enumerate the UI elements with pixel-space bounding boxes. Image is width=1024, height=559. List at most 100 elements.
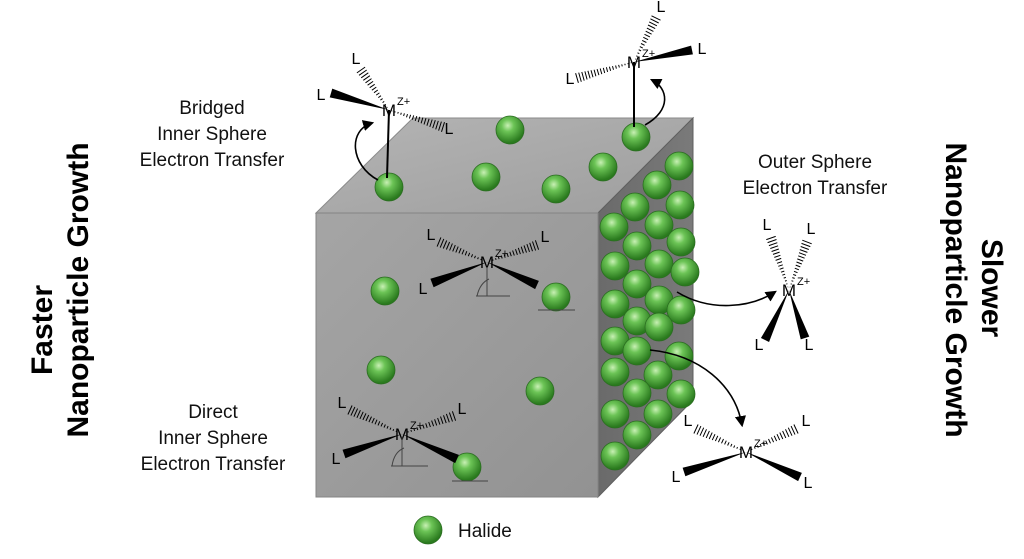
ligand-label: L	[458, 401, 467, 418]
ligand-label: L	[419, 281, 428, 298]
bridged-arrow	[354, 120, 379, 181]
ligand-label: L	[807, 221, 816, 238]
ligand-label: L	[566, 71, 575, 88]
side-halide	[666, 227, 696, 257]
hashed-bond	[789, 239, 812, 288]
front-halide	[366, 355, 396, 385]
hashed-bond	[748, 424, 799, 452]
side-halide	[600, 399, 630, 429]
side-halide	[670, 257, 700, 287]
metal-label: M	[782, 281, 796, 300]
side-halide	[642, 170, 672, 200]
hashed-bond	[391, 110, 445, 132]
legend: Halide	[413, 515, 512, 545]
ligand-label: L	[657, 0, 666, 16]
direct-line3: Electron Transfer	[141, 454, 286, 475]
outer-line2: Electron Transfer	[743, 178, 888, 199]
side-halide	[665, 190, 695, 220]
side-halide	[620, 192, 650, 222]
slower-growth-label: Nanoparticle Growth Slower	[939, 142, 1008, 437]
charge-label: Z+	[410, 420, 423, 432]
side-halide	[644, 249, 674, 279]
slower-label-line1: Slower	[975, 239, 1008, 338]
top-halide	[621, 122, 651, 152]
side-halide	[666, 295, 696, 325]
hashed-bond	[404, 411, 457, 434]
bridged-line1: Bridged	[179, 98, 245, 119]
ligand-label: L	[445, 121, 454, 138]
top-halide	[495, 115, 525, 145]
angle-arc	[476, 278, 490, 297]
charge-label: Z+	[797, 276, 810, 288]
ligand-label: L	[338, 395, 347, 412]
metal-label: M	[627, 53, 641, 72]
side-halide	[600, 357, 630, 387]
top-right-arrow	[644, 78, 666, 126]
ligand-label: L	[332, 451, 341, 468]
transfer-arrows	[354, 78, 777, 428]
side-face-halides	[599, 151, 700, 471]
bridged-label: Bridged Inner Sphere Electron Transfer	[140, 98, 285, 171]
ligand-label: L	[802, 413, 811, 430]
ligand-label: L	[672, 469, 681, 486]
ligand-label: L	[755, 337, 764, 354]
wedge-bond	[746, 452, 802, 482]
top-halide	[374, 172, 404, 202]
hashed-bond	[436, 237, 485, 262]
side-halide	[622, 378, 652, 408]
top-halide	[541, 174, 571, 204]
side-halide	[622, 269, 652, 299]
wedge-bond	[430, 262, 487, 288]
front-halide	[541, 282, 571, 312]
wedge-bond	[487, 262, 539, 290]
outer-line1: Outer Sphere	[758, 152, 872, 173]
hashed-bond	[489, 240, 540, 262]
direct-line2: Inner Sphere	[158, 428, 268, 449]
top-halide	[588, 152, 618, 182]
ligand-label: L	[804, 475, 813, 492]
ligand-label: L	[352, 51, 361, 68]
side-halide	[599, 212, 629, 242]
side-halide	[622, 420, 652, 450]
wedge-bond	[402, 434, 459, 464]
hashed-bond	[575, 62, 632, 83]
wedge-bond	[789, 290, 810, 340]
bridged-line3: Electron Transfer	[140, 150, 285, 171]
ligand-label: L	[684, 413, 693, 430]
ligand-label: L	[317, 87, 326, 104]
side-halide	[600, 289, 630, 319]
charge-label: Z+	[397, 96, 410, 108]
ligand-label: L	[805, 337, 814, 354]
outer-sphere-lower-arrow	[649, 349, 746, 428]
side-halide	[666, 379, 696, 409]
hashed-bond	[693, 424, 744, 452]
direct-label: Direct Inner Sphere Electron Transfer	[141, 402, 286, 475]
top-halide	[471, 162, 501, 192]
metal-label: M	[395, 425, 409, 444]
ligand-label: L	[541, 229, 550, 246]
direct-line1: Direct	[188, 402, 238, 423]
hashed-bond	[356, 66, 388, 108]
bridged-line2: Inner Sphere	[157, 124, 267, 145]
ligand-label: L	[427, 227, 436, 244]
slower-label-line2: Nanoparticle Growth	[939, 142, 972, 437]
front-halide	[525, 376, 555, 406]
ligand-label: L	[698, 41, 707, 58]
side-halide	[622, 336, 652, 366]
side-halide	[643, 360, 673, 390]
wedge-bond	[682, 452, 746, 477]
faster-label-line2: Nanoparticle Growth	[62, 142, 95, 437]
side-halide	[664, 151, 694, 181]
wedge-bond	[634, 45, 693, 62]
metal-label: M	[382, 101, 396, 120]
side-halide	[643, 399, 673, 429]
charge-label: Z+	[495, 248, 508, 260]
faster-label-line1: Faster	[26, 285, 59, 375]
surface-halides	[366, 115, 651, 482]
side-halide	[600, 251, 630, 281]
